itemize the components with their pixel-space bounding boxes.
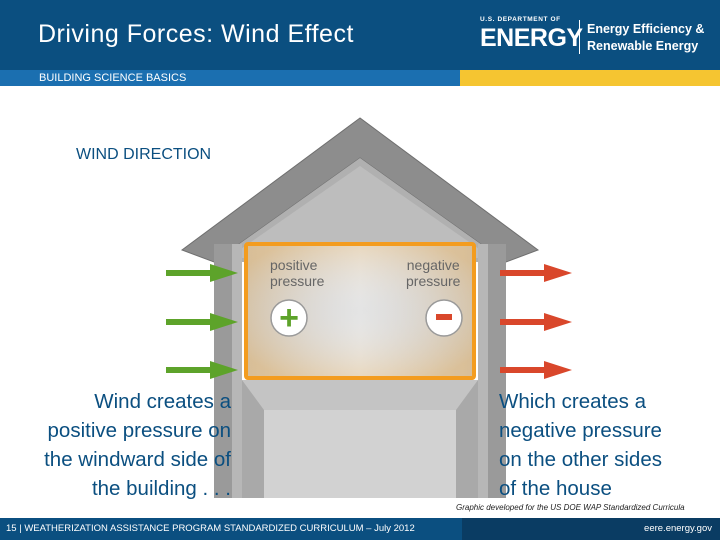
logo-eere-line1: Energy Efficiency & xyxy=(587,22,705,36)
positive-label-line: positive xyxy=(270,257,318,273)
right-caption-line: of the house xyxy=(499,477,612,500)
green-arrow xyxy=(166,313,238,331)
doe-eere-logo: U.S. DEPARTMENT OF ENERGY Energy Efficie… xyxy=(480,16,710,56)
pressure-zone-frame xyxy=(244,242,476,380)
left-caption-line: the windward side of xyxy=(44,448,231,471)
right-caption-line: negative pressure xyxy=(499,419,662,442)
left-caption: Wind creates a positive pressure on the … xyxy=(1,387,231,503)
green-arrow xyxy=(166,264,238,282)
logo-eere-line2: Renewable Energy xyxy=(587,39,699,53)
right-caption-line: Which creates a xyxy=(499,390,646,413)
lower-back xyxy=(264,410,456,498)
left-wall-shade xyxy=(232,244,242,498)
slide-title: Driving Forces: Wind Effect xyxy=(38,20,354,48)
footer-bar: 15 | WEATHERIZATION ASSISTANCE PROGRAM S… xyxy=(0,518,720,540)
right-caption-line: on the other sides xyxy=(499,448,662,471)
logo-department-text: U.S. DEPARTMENT OF xyxy=(480,16,561,23)
logo-energy-text: ENERGY xyxy=(480,24,583,52)
section-bar: BUILDING SCIENCE BASICS xyxy=(0,70,720,86)
section-label: BUILDING SCIENCE BASICS xyxy=(39,72,187,84)
positive-label-line: pressure xyxy=(270,273,325,289)
header-bar: Driving Forces: Wind Effect U.S. DEPARTM… xyxy=(0,0,720,70)
footer-blue xyxy=(0,518,462,540)
left-caption-line: positive pressure on xyxy=(47,419,231,442)
positive-pressure-label: positive pressure xyxy=(270,257,324,289)
green-arrow xyxy=(166,361,238,379)
negative-pressure-label: negative pressure xyxy=(406,257,460,289)
footer-url-link[interactable]: eere.energy.gov xyxy=(644,523,712,534)
gable-inner xyxy=(228,166,492,258)
red-arrow xyxy=(500,361,572,379)
negative-label-line: negative xyxy=(406,257,460,273)
footer-navy xyxy=(462,518,720,540)
left-caption-line: the building . . . xyxy=(91,477,231,500)
negative-label-line: pressure xyxy=(406,273,461,289)
lower-right-wall xyxy=(456,380,478,498)
red-arrow xyxy=(500,264,572,282)
right-caption: Which creates a negative pressure on the… xyxy=(499,387,719,503)
section-bar-blue xyxy=(0,70,460,86)
graphic-credit: Graphic developed for the US DOE WAP Sta… xyxy=(456,503,685,512)
logo-divider xyxy=(579,20,580,54)
minus-symbol xyxy=(436,314,452,320)
red-arrow xyxy=(500,313,572,331)
footer-text: 15 | WEATHERIZATION ASSISTANCE PROGRAM S… xyxy=(6,523,415,534)
right-wall-shade xyxy=(478,244,488,498)
section-bar-yellow xyxy=(460,70,720,86)
wind-direction-label: WIND DIRECTION xyxy=(76,146,212,163)
left-caption-line: Wind creates a xyxy=(94,390,231,413)
plus-circle xyxy=(270,299,308,337)
lower-left-wall xyxy=(242,380,264,498)
plus-symbol: + xyxy=(279,299,299,337)
